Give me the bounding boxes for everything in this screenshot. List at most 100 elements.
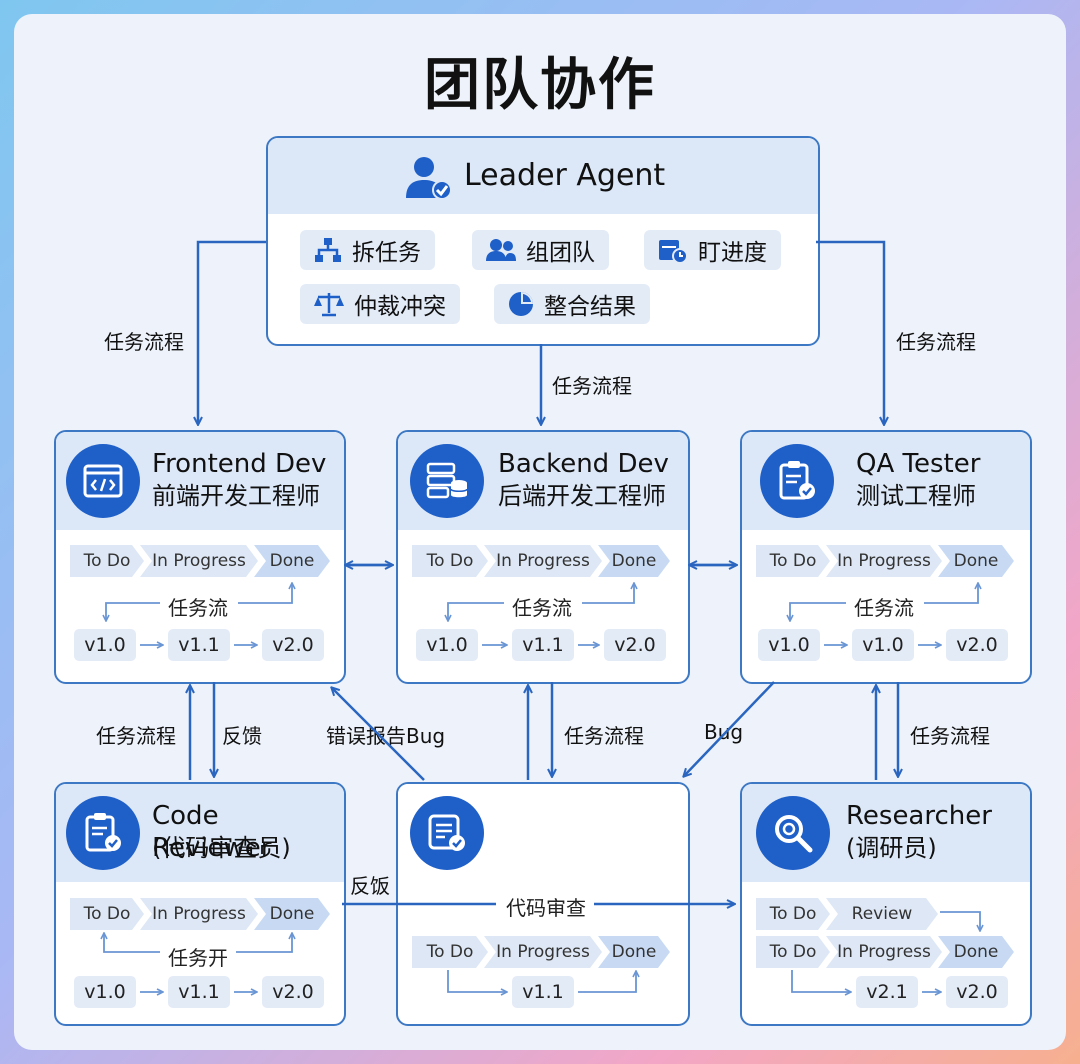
version-tag: v1.0 — [416, 629, 478, 661]
qa-badge — [760, 444, 834, 518]
code-window-icon — [83, 464, 123, 498]
edge-label-qa-bug: Bug — [704, 720, 744, 744]
backend-badge — [410, 444, 484, 518]
leader-name: Leader Agent — [464, 158, 666, 193]
pie-chart-icon — [509, 292, 533, 316]
chip-label: 拆任务 — [352, 240, 421, 266]
frontend-badge — [66, 444, 140, 518]
clipboard-check-icon — [779, 461, 815, 500]
version-tag: v2.0 — [262, 629, 324, 661]
calendar-clock-icon — [659, 240, 688, 264]
reviewer-pipeline: To Do In Progress Done — [70, 898, 326, 930]
qa-flow-label: 任务流 — [854, 596, 914, 620]
edge-label-left: 任务流程 — [104, 330, 184, 354]
edge-label-fe-cr-up: 任务流程 — [96, 724, 176, 748]
frontend-name-zh: 前端开发工程师 — [152, 482, 320, 510]
chip-arbitrate: 仲裁冲突 — [300, 284, 460, 324]
checklist-icon — [428, 814, 465, 851]
middle-badge — [410, 796, 484, 870]
version-tag: v1.0 — [758, 629, 820, 661]
middle-header — [398, 784, 688, 882]
version-tag: v1.1 — [512, 629, 574, 661]
stage-in-progress: In Progress — [140, 545, 258, 577]
qa-name-zh: 测试工程师 — [856, 482, 976, 510]
edge-label-fe-cr-down: 反馈 — [222, 724, 262, 748]
leader-header: Leader Agent — [268, 138, 818, 214]
edge-label-center: 任务流程 — [552, 374, 632, 398]
scale-icon — [314, 293, 344, 317]
stage-todo: To Do — [756, 936, 830, 968]
stage-in-progress: In Progress — [484, 545, 602, 577]
chip-track-progress: 盯进度 — [644, 230, 781, 270]
org-chart-icon — [315, 238, 341, 262]
reviewer-name-en: Code Reviewer — [152, 801, 272, 863]
code-review-label: 代码审查 — [500, 892, 592, 921]
version-tag: v1.0 — [852, 629, 914, 661]
version-tag: v2.1 — [856, 976, 918, 1008]
qa-header: QA Tester 测试工程师 — [742, 432, 1030, 530]
stage-todo: To Do — [412, 936, 488, 968]
stage-done: Done — [938, 545, 1014, 577]
edge-label-be-mid: 任务流程 — [564, 724, 644, 748]
stage-todo: To Do — [70, 545, 144, 577]
chip-label: 盯进度 — [698, 240, 767, 266]
stage-done: Done — [598, 545, 670, 577]
researcher-name-en: Researcher — [846, 801, 992, 831]
backend-pipeline: To Do In Progress Done — [412, 545, 666, 577]
version-tag: v1.1 — [168, 976, 230, 1008]
middle-pipeline: To Do In Progress Done — [412, 936, 666, 968]
chip-label: 组团队 — [526, 240, 595, 266]
stage-in-progress: In Progress — [140, 898, 258, 930]
stage-done: Done — [254, 898, 330, 930]
stage-in-progress: In Progress — [826, 545, 942, 577]
backend-header: Backend Dev 后端开发工程师 — [398, 432, 688, 530]
magnifier-icon — [775, 815, 813, 853]
reviewer-flow-label: 任务开 — [168, 946, 228, 970]
backend-name-en: Backend Dev — [498, 449, 669, 479]
version-tag: v2.0 — [262, 976, 324, 1008]
version-tag: v2.0 — [946, 629, 1008, 661]
frontend-flow-label: 任务流 — [168, 596, 228, 620]
stage-in-progress: In Progress — [826, 936, 942, 968]
version-tag: v1.1 — [512, 976, 574, 1008]
edge-label-bug-report: 错误报告Bug — [326, 724, 446, 748]
team-icon — [486, 239, 516, 261]
version-tag: v1.1 — [168, 629, 230, 661]
researcher-header: Researcher (调研员) — [742, 784, 1030, 882]
version-tag: v2.0 — [604, 629, 666, 661]
chip-label: 仲裁冲突 — [354, 294, 446, 320]
user-check-icon — [404, 154, 452, 204]
stage-todo: To Do — [756, 898, 830, 930]
frontend-header: Frontend Dev 前端开发工程师 — [56, 432, 344, 530]
frontend-name-en: Frontend Dev — [152, 449, 327, 479]
researcher-name-zh: (调研员) — [846, 834, 937, 862]
stage-done: Done — [938, 936, 1014, 968]
edge-label-cr-feedback: 反饭 — [350, 874, 390, 898]
backend-name-zh: 后端开发工程师 — [498, 482, 666, 510]
stage-in-progress: In Progress — [484, 936, 602, 968]
stage-todo: To Do — [70, 898, 144, 930]
researcher-top-pipeline: To Do Review — [756, 898, 934, 930]
qa-name-en: QA Tester — [856, 449, 981, 479]
reviewer-name-zh: (代码审查员) — [152, 834, 291, 862]
reviewer-badge — [66, 796, 140, 870]
stage-review: Review — [826, 898, 938, 930]
chip-label: 整合结果 — [544, 294, 636, 320]
researcher-badge — [756, 796, 830, 870]
stage-todo: To Do — [412, 545, 488, 577]
frontend-pipeline: To Do In Progress Done — [70, 545, 326, 577]
chip-integrate: 整合结果 — [494, 284, 650, 324]
backend-flow-label: 任务流 — [512, 596, 572, 620]
chip-form-team: 组团队 — [472, 230, 609, 270]
stage-todo: To Do — [756, 545, 830, 577]
clipboard-check-icon — [85, 813, 121, 852]
version-tag: v2.0 — [946, 976, 1008, 1008]
stage-done: Done — [254, 545, 330, 577]
version-tag: v1.0 — [74, 976, 136, 1008]
edge-label-qa-res: 任务流程 — [910, 724, 990, 748]
chip-split-tasks: 拆任务 — [300, 230, 435, 270]
researcher-pipeline: To Do In Progress Done — [756, 936, 1010, 968]
version-tag: v1.0 — [74, 629, 136, 661]
page-title: 团队协作 — [424, 53, 656, 118]
reviewer-header: Code Reviewer (代码审查员) — [56, 784, 344, 882]
